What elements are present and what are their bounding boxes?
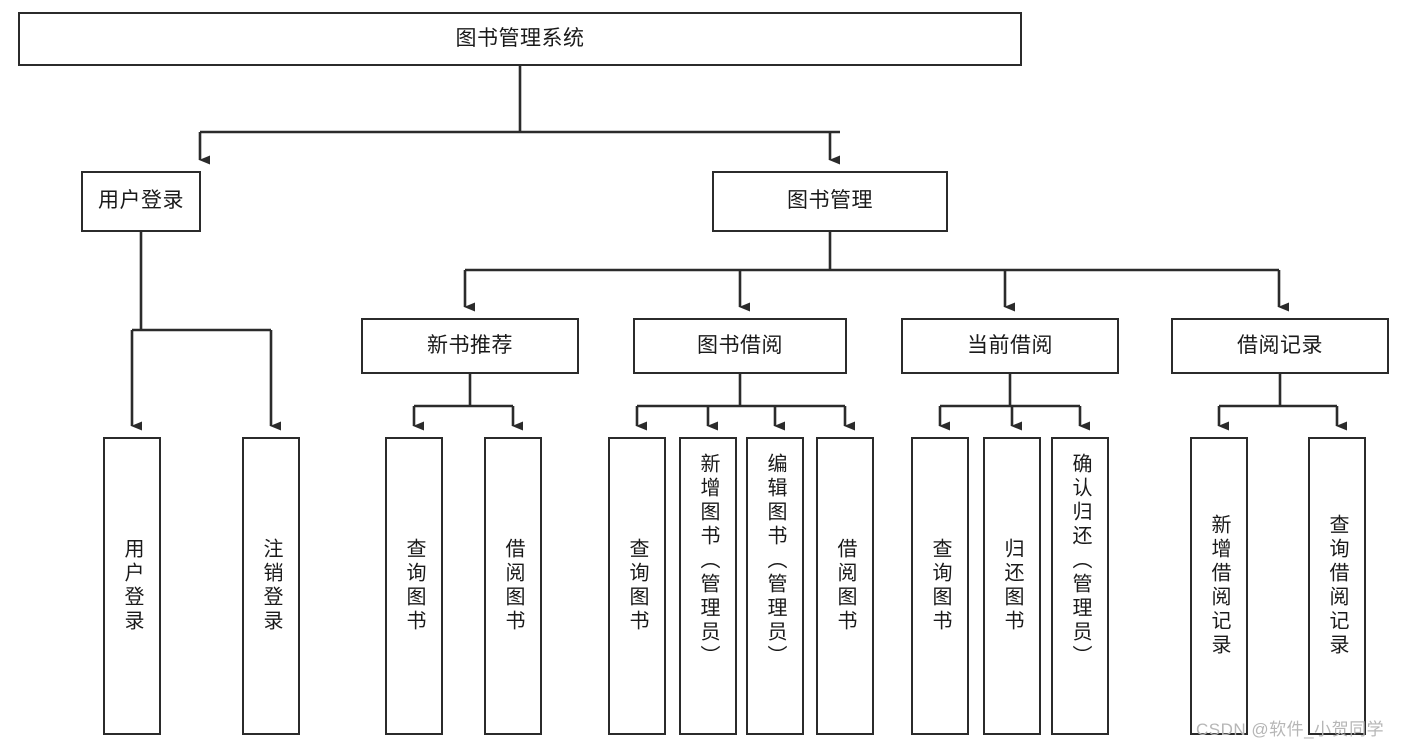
node-current-borrow[interactable]: 当前借阅	[901, 318, 1119, 374]
node-root-label: 图书管理系统	[455, 26, 585, 50]
node-leaf-query-book-3[interactable]: 查询图书	[911, 437, 969, 735]
node-leaf-add-book-label: 新增图书（管理员）	[697, 453, 719, 669]
node-leaf-confirm-return-label: 确认归还（管理员）	[1069, 453, 1091, 669]
node-borrow-record[interactable]: 借阅记录	[1171, 318, 1389, 374]
node-leaf-query-book-1-label: 查询图书	[403, 538, 425, 634]
node-book-manage-label: 图书管理	[787, 189, 873, 213]
node-leaf-user-login[interactable]: 用户登录	[103, 437, 161, 735]
node-leaf-add-record-label: 新增借阅记录	[1208, 514, 1230, 658]
node-leaf-user-login-label: 用户登录	[121, 538, 143, 634]
node-new-book-rec-label: 新书推荐	[427, 333, 513, 357]
node-leaf-borrow-book-1-label: 借阅图书	[502, 538, 524, 634]
node-leaf-borrow-book-1[interactable]: 借阅图书	[484, 437, 542, 735]
node-leaf-query-book-1[interactable]: 查询图书	[385, 437, 443, 735]
node-leaf-logout-label: 注销登录	[260, 538, 282, 634]
node-leaf-query-record-label: 查询借阅记录	[1326, 514, 1348, 658]
node-leaf-borrow-book-2-label: 借阅图书	[834, 538, 856, 634]
node-leaf-query-book-2[interactable]: 查询图书	[608, 437, 666, 735]
node-leaf-query-record[interactable]: 查询借阅记录	[1308, 437, 1366, 735]
node-user-login-label: 用户登录	[98, 189, 184, 213]
node-book-borrow-label: 图书借阅	[697, 333, 783, 357]
node-leaf-return-book-label: 归还图书	[1001, 538, 1023, 634]
node-book-borrow[interactable]: 图书借阅	[633, 318, 847, 374]
node-new-book-rec[interactable]: 新书推荐	[361, 318, 579, 374]
node-leaf-edit-book-label: 编辑图书（管理员）	[764, 453, 786, 669]
node-leaf-confirm-return[interactable]: 确认归还（管理员）	[1051, 437, 1109, 735]
node-leaf-borrow-book-2[interactable]: 借阅图书	[816, 437, 874, 735]
node-leaf-add-book[interactable]: 新增图书（管理员）	[679, 437, 737, 735]
node-root[interactable]: 图书管理系统	[18, 12, 1022, 66]
node-leaf-add-record[interactable]: 新增借阅记录	[1190, 437, 1248, 735]
watermark-text: CSDN @软件_小贺同学	[1196, 720, 1385, 739]
node-current-borrow-label: 当前借阅	[967, 333, 1053, 357]
node-leaf-return-book[interactable]: 归还图书	[983, 437, 1041, 735]
node-leaf-query-book-2-label: 查询图书	[626, 538, 648, 634]
node-leaf-edit-book[interactable]: 编辑图书（管理员）	[746, 437, 804, 735]
node-leaf-logout[interactable]: 注销登录	[242, 437, 300, 735]
node-book-manage[interactable]: 图书管理	[712, 171, 948, 232]
node-user-login[interactable]: 用户登录	[81, 171, 201, 232]
node-borrow-record-label: 借阅记录	[1237, 333, 1323, 357]
node-leaf-query-book-3-label: 查询图书	[929, 538, 951, 634]
